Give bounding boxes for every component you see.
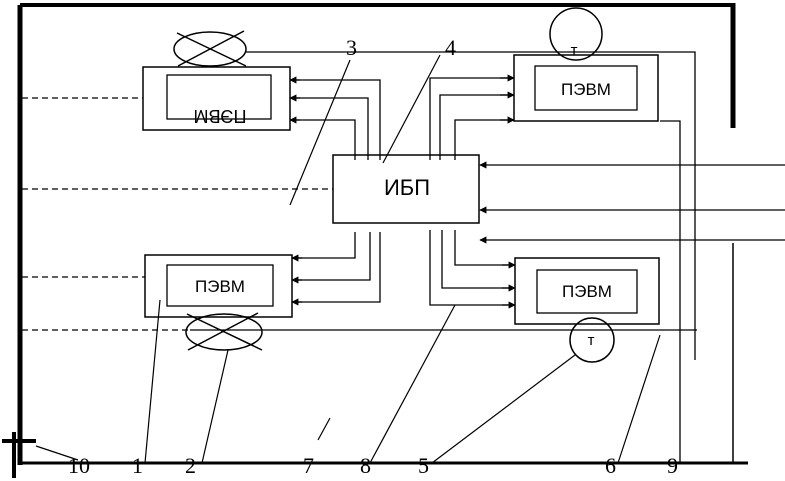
leader-lines (35, 54, 661, 464)
sensor-top: т (549, 7, 603, 61)
sensor-top-label: т (571, 42, 578, 59)
callout-4: 4 (445, 35, 456, 60)
fan-bottom (185, 312, 263, 351)
pc-top-right-label: ПЭВМ (561, 80, 611, 99)
ups-box: ИБП (332, 154, 480, 224)
pc-bottom-right-label: ПЭВМ (562, 282, 612, 301)
callout-8: 8 (360, 453, 371, 478)
callout-5: 5 (418, 453, 429, 478)
sensor-bottom-label: т (588, 332, 595, 349)
callout-7: 7 (303, 453, 314, 478)
pc-bottom-right: ПЭВМ (514, 257, 660, 325)
pc-bottom-left: ПЭВМ (144, 254, 293, 318)
callout-6: 6 (605, 453, 616, 478)
pc-top-right: ПЭВМ (513, 54, 659, 122)
ground-mark (2, 432, 36, 478)
cable-lines (190, 51, 697, 463)
fan-top (173, 30, 247, 67)
ups-label: ИБП (384, 175, 430, 200)
room-walls (17, 3, 748, 465)
cable-arrows (289, 74, 785, 309)
sensor-bottom: т (569, 317, 615, 363)
callout-2: 2 (185, 453, 196, 478)
callout-1: 1 (132, 453, 143, 478)
pc-top-left: ПЭВМ (142, 66, 291, 131)
dashed-lines (22, 97, 333, 331)
callout-9: 9 (667, 453, 678, 478)
callout-numbers: 10 1 2 7 8 5 6 9 3 4 (68, 35, 678, 478)
pc-bottom-left-label: ПЭВМ (195, 277, 245, 296)
callout-10: 10 (68, 453, 90, 478)
pc-top-left-label: ПЭВМ (194, 106, 247, 126)
callout-3: 3 (346, 35, 357, 60)
